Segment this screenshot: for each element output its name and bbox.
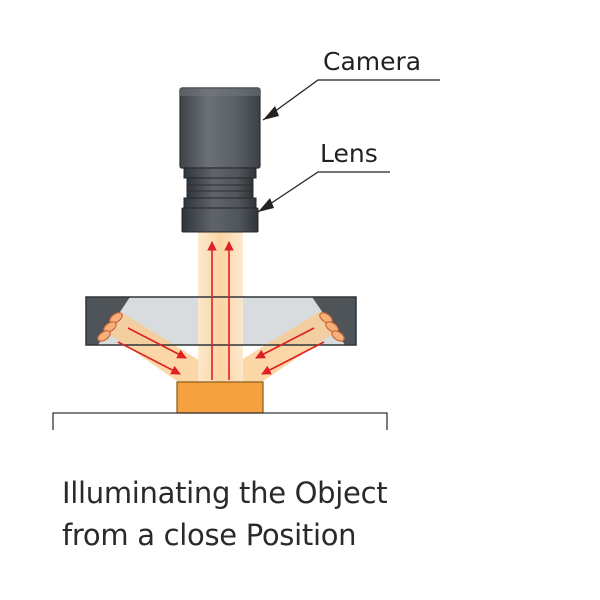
stage-base [52,412,388,430]
left-led-array [97,312,123,342]
reflected-light-beam [198,232,243,382]
arrow-left-lower [117,341,181,375]
camera-label: Camera [323,47,421,76]
arrow-left-upper [127,327,187,359]
caption-line-1: Illuminating the Object [62,476,388,510]
arrow-right-lower [261,341,325,375]
ring-light-housing-right [312,297,356,345]
diagram-caption: Illuminating the Object from a close Pos… [62,472,388,556]
light-path-arrows [117,241,325,380]
camera-leader-line [262,79,440,121]
right-led-array [319,312,345,342]
lens-leader-line [257,171,390,213]
caption-line-2: from a close Position [62,518,357,552]
lens-label: Lens [320,139,378,168]
ring-light-housing-left [86,297,130,345]
arrow-right-upper [255,327,315,359]
camera-body [179,87,261,169]
inspected-object [176,381,264,414]
lens-body [181,167,259,233]
